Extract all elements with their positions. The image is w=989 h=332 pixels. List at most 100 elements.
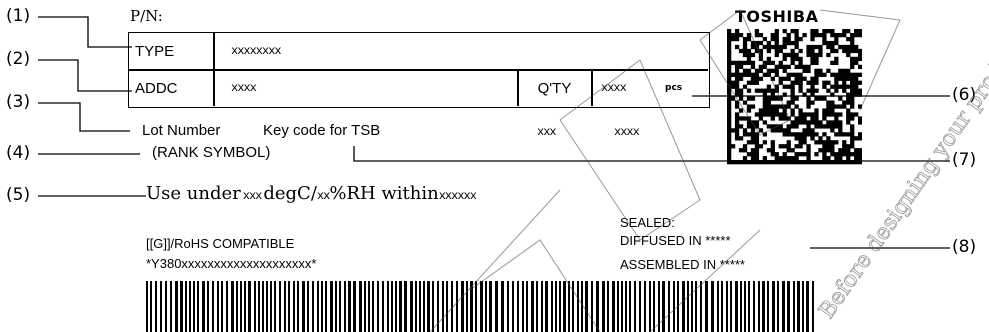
callout-4: (4) bbox=[6, 143, 31, 163]
code-module bbox=[842, 148, 847, 153]
code-module bbox=[826, 140, 831, 145]
code-module bbox=[810, 60, 815, 66]
code-module bbox=[786, 160, 791, 165]
barcode-bar bbox=[254, 281, 256, 332]
code-module bbox=[834, 152, 839, 157]
code-module bbox=[854, 56, 859, 62]
code-module bbox=[806, 44, 811, 50]
code-module bbox=[794, 72, 799, 77]
code-module bbox=[742, 60, 748, 66]
code-module bbox=[842, 104, 847, 109]
code-module bbox=[774, 29, 779, 34]
code-module bbox=[838, 68, 843, 73]
barcode-bar bbox=[662, 281, 665, 332]
callout-8: (8) bbox=[952, 237, 977, 257]
barcode-bar bbox=[466, 281, 468, 332]
code-module bbox=[766, 56, 771, 62]
code-module bbox=[762, 160, 768, 165]
code-module bbox=[826, 108, 831, 113]
watermark-stroke bbox=[819, 9, 901, 111]
code-module bbox=[727, 116, 732, 121]
code-module bbox=[826, 52, 831, 58]
code-module bbox=[762, 72, 768, 77]
code-module bbox=[818, 96, 823, 101]
code-module bbox=[770, 76, 775, 81]
code-module bbox=[782, 132, 787, 137]
code-module bbox=[838, 76, 843, 81]
watermark-stroke bbox=[699, 9, 791, 136]
code-module bbox=[778, 160, 783, 165]
barcode-bar bbox=[551, 281, 553, 332]
code-module bbox=[826, 104, 831, 109]
qty-label: Q'TY bbox=[537, 79, 572, 97]
code-module bbox=[806, 144, 811, 149]
code-module bbox=[810, 132, 815, 137]
code-module bbox=[762, 36, 768, 42]
code-module bbox=[738, 76, 744, 81]
code-module bbox=[830, 44, 835, 50]
code-module bbox=[858, 152, 862, 157]
barcode-bar bbox=[160, 281, 162, 332]
barcode-bar bbox=[782, 281, 785, 332]
code-module bbox=[842, 100, 847, 105]
code-module bbox=[842, 29, 847, 34]
code-module bbox=[842, 76, 847, 81]
code-module bbox=[746, 56, 752, 62]
code-module bbox=[758, 128, 764, 133]
code-module bbox=[790, 80, 795, 85]
code-module bbox=[774, 108, 779, 113]
barcode-bar bbox=[581, 281, 583, 332]
code-module bbox=[774, 128, 779, 133]
barcode-bar bbox=[423, 281, 425, 332]
code-module bbox=[798, 132, 803, 137]
code-module bbox=[786, 84, 791, 89]
barcode-bar bbox=[399, 281, 402, 332]
code-module bbox=[838, 32, 843, 38]
barcode-bar bbox=[536, 281, 538, 332]
code-module bbox=[782, 64, 787, 70]
code-module bbox=[774, 156, 779, 161]
code-module bbox=[727, 44, 732, 50]
code-module bbox=[774, 32, 779, 38]
code-module bbox=[842, 160, 847, 165]
code-module bbox=[814, 44, 819, 50]
code-module bbox=[770, 68, 775, 73]
code-module bbox=[826, 44, 831, 50]
code-module bbox=[782, 144, 787, 149]
code-module bbox=[810, 120, 815, 125]
code-module bbox=[778, 104, 783, 109]
barcode-bar bbox=[364, 281, 366, 332]
code-module bbox=[794, 136, 799, 141]
code-module bbox=[850, 80, 855, 85]
code-module bbox=[758, 32, 764, 38]
code-module bbox=[854, 112, 859, 117]
barcode-bar bbox=[419, 281, 421, 332]
barcode-bar bbox=[806, 281, 809, 332]
code-module bbox=[806, 104, 811, 109]
code-module bbox=[826, 112, 831, 117]
code-module bbox=[782, 108, 787, 113]
code-module bbox=[802, 120, 807, 125]
barcode-bar bbox=[507, 281, 509, 332]
code-module bbox=[762, 140, 768, 145]
code-module bbox=[782, 116, 787, 121]
code-module bbox=[834, 84, 839, 89]
code-module bbox=[734, 124, 740, 129]
code-module bbox=[754, 152, 760, 157]
code-module bbox=[826, 148, 831, 153]
code-module bbox=[790, 60, 795, 66]
code-module bbox=[830, 84, 835, 89]
code-module bbox=[858, 64, 862, 70]
code-module bbox=[727, 136, 732, 141]
code-module bbox=[762, 88, 768, 93]
code-module bbox=[834, 36, 839, 42]
barcode-bar bbox=[312, 281, 314, 332]
code-module bbox=[786, 140, 791, 145]
barcode-bar bbox=[489, 281, 492, 332]
key-code-label: Key code for TSB bbox=[263, 122, 381, 139]
code-module bbox=[786, 64, 791, 70]
table-col-divider bbox=[213, 33, 215, 106]
code-module bbox=[790, 72, 795, 77]
code-module bbox=[786, 132, 791, 137]
code-module bbox=[850, 64, 855, 70]
